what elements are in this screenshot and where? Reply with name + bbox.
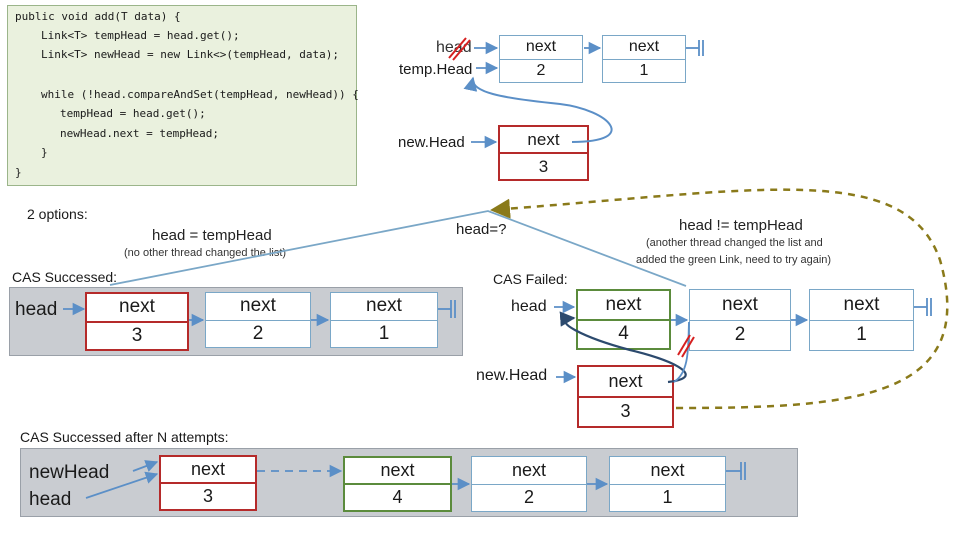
node-next-label: next [500, 36, 582, 60]
success-node-1: next 1 [330, 292, 438, 348]
success-node-3: next 3 [85, 292, 189, 351]
top-newhead-label: new.Head [398, 134, 465, 151]
node-value: 2 [734, 324, 746, 346]
node-next-label: next [87, 294, 187, 323]
node-next-label: next [161, 457, 255, 484]
node-value: 2 [536, 61, 546, 79]
node-value: 3 [620, 401, 631, 422]
code-line-close-while: } [41, 146, 48, 159]
code-line-signature: public void add(T data) { [15, 10, 181, 23]
top-temphead-label: temp.Head [399, 61, 473, 78]
node-next-label: next [345, 458, 450, 485]
final-newhead-label: newHead [29, 462, 110, 483]
node-value: 1 [662, 487, 673, 508]
arrow-failed-new-node-next [559, 311, 687, 384]
question-label: head=? [456, 221, 507, 238]
node-next-label: next [579, 367, 672, 398]
final-title: CAS Successed after N attempts: [20, 429, 229, 445]
final-node-2: next 2 [471, 456, 587, 512]
failed-node-1: next 1 [809, 289, 914, 351]
left-condition-note: (no other thread changed the list) [124, 247, 287, 259]
failed-new-node-3: next 3 [577, 365, 674, 428]
node-value: 4 [618, 323, 629, 345]
success-node-2: next 2 [205, 292, 311, 348]
right-condition-note-1: (another thread changed the list and [646, 237, 823, 249]
failed-newhead-label: new.Head [476, 367, 548, 384]
code-box: public void add(T data) { Link<T> tempHe… [7, 5, 359, 186]
node-value: 3 [538, 156, 549, 176]
node-next-label: next [331, 293, 437, 321]
right-condition-note-2: added the green Link, need to try again) [636, 254, 832, 266]
code-line-relink: newHead.next = tempHead; [60, 127, 219, 140]
node-next-label: next [610, 457, 725, 485]
final-node-3: next 3 [159, 455, 257, 511]
code-line-temphead: Link<T> tempHead = head.get(); [41, 29, 240, 42]
right-condition: head != tempHead [679, 217, 803, 234]
node-value: 1 [856, 324, 867, 346]
null-terminator-final [726, 462, 746, 480]
success-title: CAS Successed: [12, 269, 118, 285]
failed-node-2: next 2 [689, 289, 791, 351]
failed-head-label: head [511, 298, 547, 315]
null-terminator-top [686, 40, 704, 56]
code-line-while: while (!head.compareAndSet(tempHead, new… [41, 88, 359, 101]
code-line-newhead: Link<T> newHead = new Link<>(tempHead, d… [41, 48, 340, 61]
top-node-2: next 2 [499, 35, 583, 83]
code-line-reload: tempHead = head.get(); [60, 107, 206, 120]
strike-stale-next [677, 334, 695, 358]
left-condition: head = tempHead [152, 227, 272, 244]
options-title: 2 options: [27, 206, 88, 222]
top-node-1: next 1 [602, 35, 686, 83]
node-next-label: next [500, 127, 587, 154]
arrow-final-head [85, 471, 159, 499]
node-value: 2 [523, 487, 534, 508]
null-terminator-success [438, 300, 456, 318]
arrow-final-newhead [132, 460, 159, 472]
final-head-label: head [29, 489, 72, 510]
node-next-label: next [690, 290, 790, 321]
final-node-1: next 1 [609, 456, 726, 512]
node-value: 2 [252, 322, 264, 344]
node-value: 3 [131, 324, 143, 346]
strike-head-top [448, 37, 471, 61]
node-value: 1 [378, 322, 390, 344]
node-next-label: next [206, 293, 310, 321]
node-value: 4 [392, 487, 403, 507]
null-terminator-failed [914, 298, 932, 316]
final-node-4: next 4 [343, 456, 452, 512]
decision-branches [109, 210, 687, 287]
failed-title: CAS Failed: [493, 271, 568, 287]
code-line-close-method: } [15, 166, 22, 179]
arrow-new-node-next [463, 76, 613, 143]
node-value: 1 [639, 61, 649, 79]
top-new-node-3: next 3 [498, 125, 589, 181]
node-next-label: next [603, 36, 685, 60]
node-next-label: next [472, 457, 586, 485]
node-value: 3 [202, 486, 213, 506]
node-next-label: next [810, 290, 913, 321]
arrow-stale-next [673, 321, 690, 383]
success-head-label: head [15, 299, 58, 320]
dashed-retry-arrow [490, 188, 949, 410]
node-next-label: next [578, 291, 669, 321]
